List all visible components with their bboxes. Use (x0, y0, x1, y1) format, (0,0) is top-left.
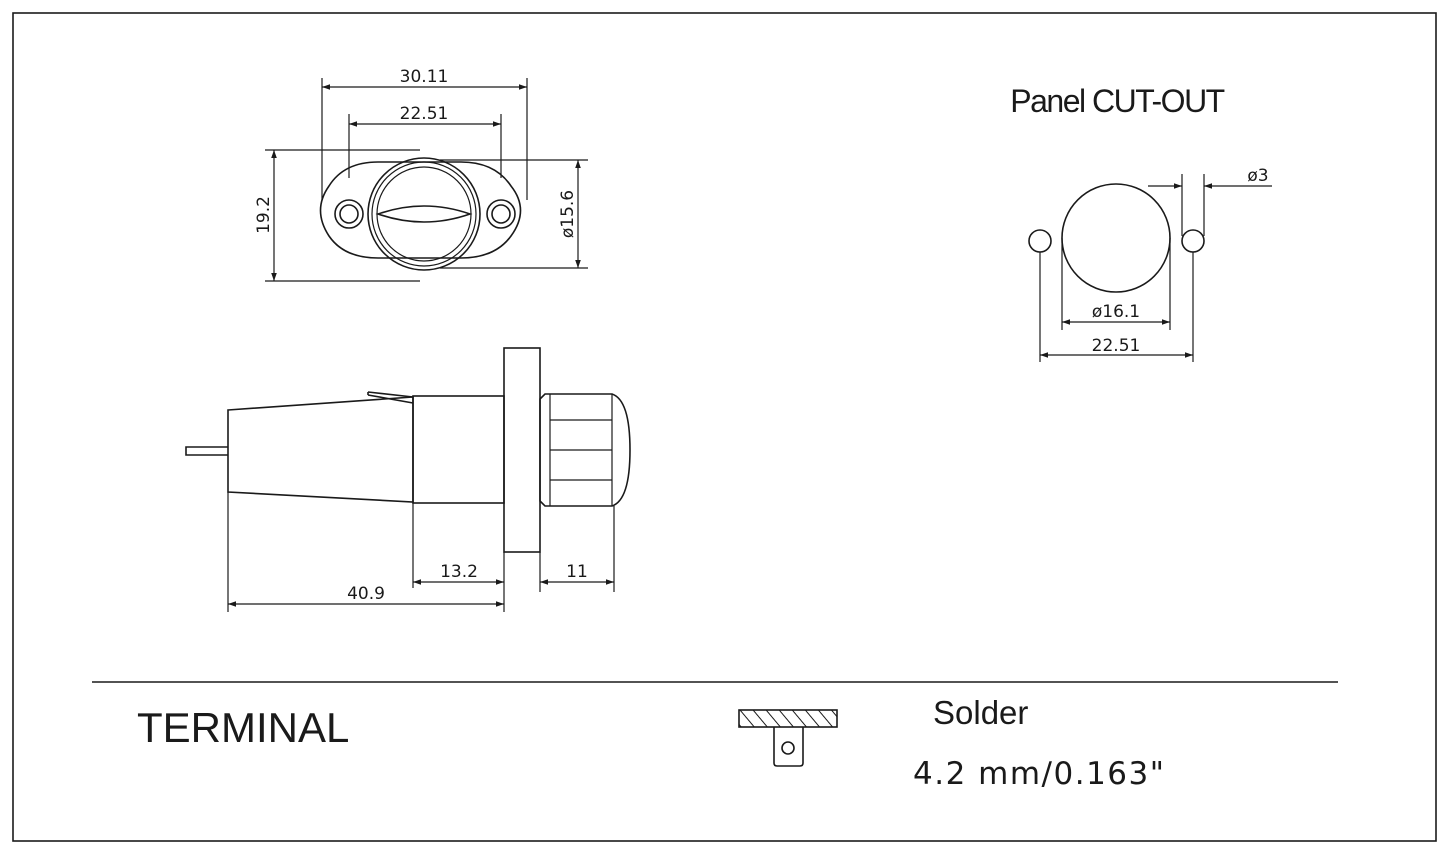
solder-lug-icon (773, 727, 804, 767)
cutout-mount-hole-left (1028, 229, 1052, 253)
mounting-hole-left (334, 199, 364, 229)
panel-cutout: Panel CUT-OUT ø3 ø16.1 22.51 (1010, 83, 1272, 362)
middle-housing (412, 395, 505, 504)
lens-outer-ring (367, 157, 481, 271)
dim-cutout-spacing-label: 22.51 (1092, 336, 1141, 356)
cutout-title: Panel CUT-OUT (1010, 83, 1224, 119)
dim-overall-length-label: 40.9 (347, 584, 385, 604)
cutout-center-hole (1061, 183, 1171, 293)
terminal-pin (185, 446, 228, 456)
dim-hole-spacing-label: 22.51 (400, 104, 449, 124)
dim-cap-length-label: 11 (566, 562, 588, 582)
terminal-type: Solder (933, 694, 1028, 731)
flange-outline (319, 161, 522, 259)
dim-cutout-hole-label: ø3 (1247, 166, 1268, 186)
front-cap (539, 393, 631, 507)
side-view: 13.2 11 40.9 (185, 347, 631, 612)
top-view: 30.11 22.51 19.2 ø15.6 (254, 67, 588, 282)
dim-body-length-label: 13.2 (440, 562, 478, 582)
terminal-size: 4.2 mm/0.163" (913, 756, 1166, 792)
dim-lens-diameter-label: ø15.6 (558, 190, 578, 238)
rear-tab (367, 391, 414, 404)
cutout-mount-hole-right (1181, 229, 1205, 253)
terminal-label: TERMINAL (137, 704, 349, 751)
side-flange (503, 347, 541, 553)
solder-terminal-icon (738, 709, 838, 728)
dim-cutout-center-label: ø16.1 (1092, 302, 1140, 322)
mounting-hole-right (486, 199, 516, 229)
lens-slot (375, 205, 473, 223)
drawing-frame (12, 12, 1437, 842)
dim-overall-width-label: 30.11 (400, 67, 449, 87)
dim-height-label: 19.2 (254, 196, 274, 234)
rear-body (227, 396, 414, 503)
terminal-section: TERMINAL Solder 4.2 mm/0.163" (137, 694, 1166, 792)
solder-lug-hole-icon (781, 741, 795, 755)
